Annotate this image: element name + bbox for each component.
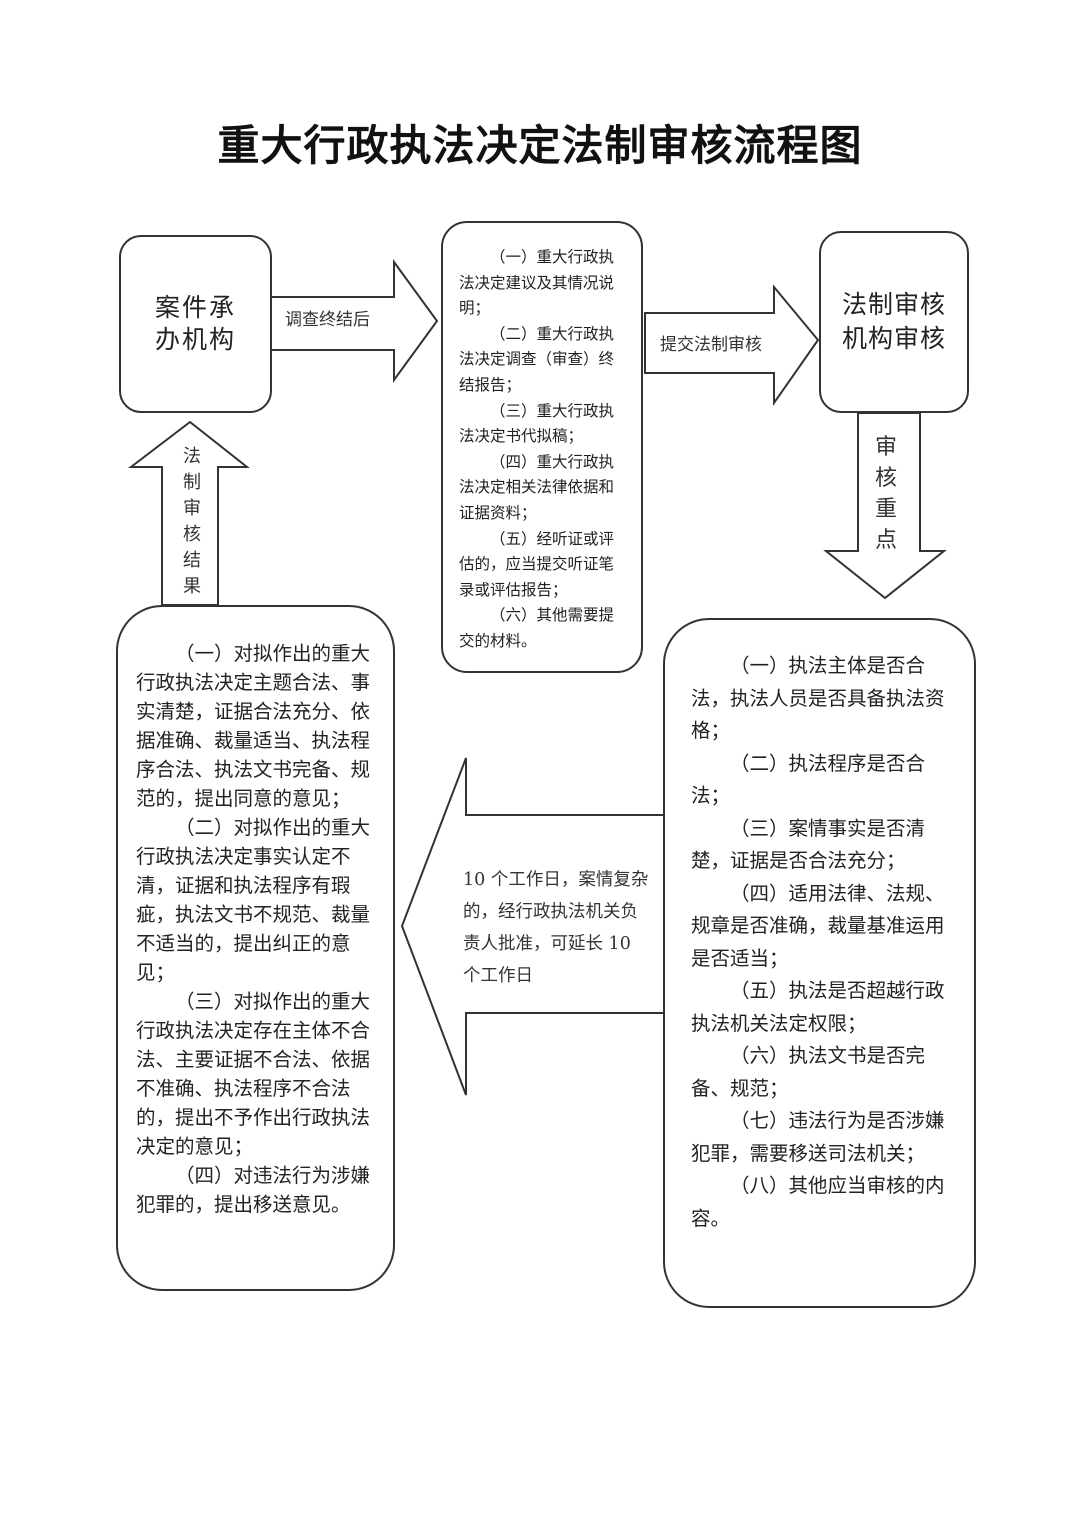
node-case-unit: 案件承办机构 (119, 235, 272, 413)
label-submit-review: 提交法制审核 (660, 335, 762, 355)
node-submit-materials: （一）重大行政执法决定建议及其情况说明；（二）重大行政执法决定调查（审查）终结报… (441, 221, 643, 673)
label-review-result: 法 制 审 核 结 果 (183, 446, 201, 597)
materials-list: （一）重大行政执法决定建议及其情况说明；（二）重大行政执法决定调查（审查）终结报… (459, 245, 629, 655)
review-result-item: （四）对违法行为涉嫌犯罪的，提出移送意见。 (136, 1164, 371, 1216)
review-result-item: （一）对拟作出的重大行政执法决定主题合法、事实清楚，证据合法充分、依据准确、裁量… (136, 642, 371, 810)
arrow-after-investigation (269, 258, 439, 384)
material-item: （五）经听证或评估的，应当提交听证笔录或评估报告； (459, 529, 615, 599)
review-point-item: （六）执法文书是否完备、规范； (691, 1044, 926, 1100)
arrow-review-result (128, 420, 250, 606)
review-point-item: （一）执法主体是否合法，执法人员是否具备执法资格； (691, 654, 945, 742)
node-review-points: （一）执法主体是否合法，执法人员是否具备执法资格； （二）执法程序是否合法； （三）… (663, 618, 976, 1308)
material-item: （六）其他需要提交的材料。 (459, 606, 615, 650)
page-title: 重大行政执法决定法制审核流程图 (217, 121, 863, 170)
review-point-item: （三）案情事实是否清楚，证据是否合法充分； (691, 816, 926, 873)
review-results-list: （一）对拟作出的重大行政执法决定主题合法、事实清楚，证据合法充分、依据准确、裁量… (136, 639, 382, 1219)
node-review-unit: 法制审核机构审核 (819, 231, 969, 413)
material-item: （一）重大行政执法决定建议及其情况说明； (459, 248, 615, 318)
label-time-limit: 10 个工作日，案情复杂的，经行政执法机关负责人批准，可延长 10 个工作日 (463, 870, 649, 986)
review-result-item: （二）对拟作出的重大行政执法决定事实认定不清，证据和执法程序有瑕疵，执法文书不规… (136, 816, 371, 984)
material-item: （四）重大行政执法决定相关法律依据和证据资料； (459, 452, 615, 522)
material-item: （三）重大行政执法决定书代拟稿； (459, 401, 615, 446)
review-points-list: （一）执法主体是否合法，执法人员是否具备执法资格； （二）执法程序是否合法； （三）… (691, 650, 953, 1235)
review-result-item: （三）对拟作出的重大行政执法决定存在主体不合法、主要证据不合法、依据不准确、执法… (136, 990, 371, 1158)
arrow-review-focus (823, 412, 947, 600)
review-point-item: （七）违法行为是否涉嫌犯罪，需要移送司法机关； (691, 1109, 945, 1165)
arrow-time-limit (400, 757, 666, 1096)
material-item: （二）重大行政执法决定调查（审查）终结报告； (459, 324, 615, 394)
node-review-results: （一）对拟作出的重大行政执法决定主题合法、事实清楚，证据合法充分、依据准确、裁量… (116, 605, 395, 1291)
label-after-investigation: 调查终结后 (285, 310, 370, 330)
review-point-item: （八）其他应当审核的内容。 (691, 1174, 945, 1230)
review-point-item: （四）适用法律、法规、规章是否准确，裁量基准运用是否适当； (691, 881, 945, 970)
arrow-submit-review (644, 284, 820, 407)
review-point-item: （二）执法程序是否合法； (691, 751, 926, 808)
review-point-item: （五）执法是否超越行政执法机关法定权限； (691, 979, 945, 1035)
label-review-focus: 审 核 重 点 (874, 435, 897, 553)
